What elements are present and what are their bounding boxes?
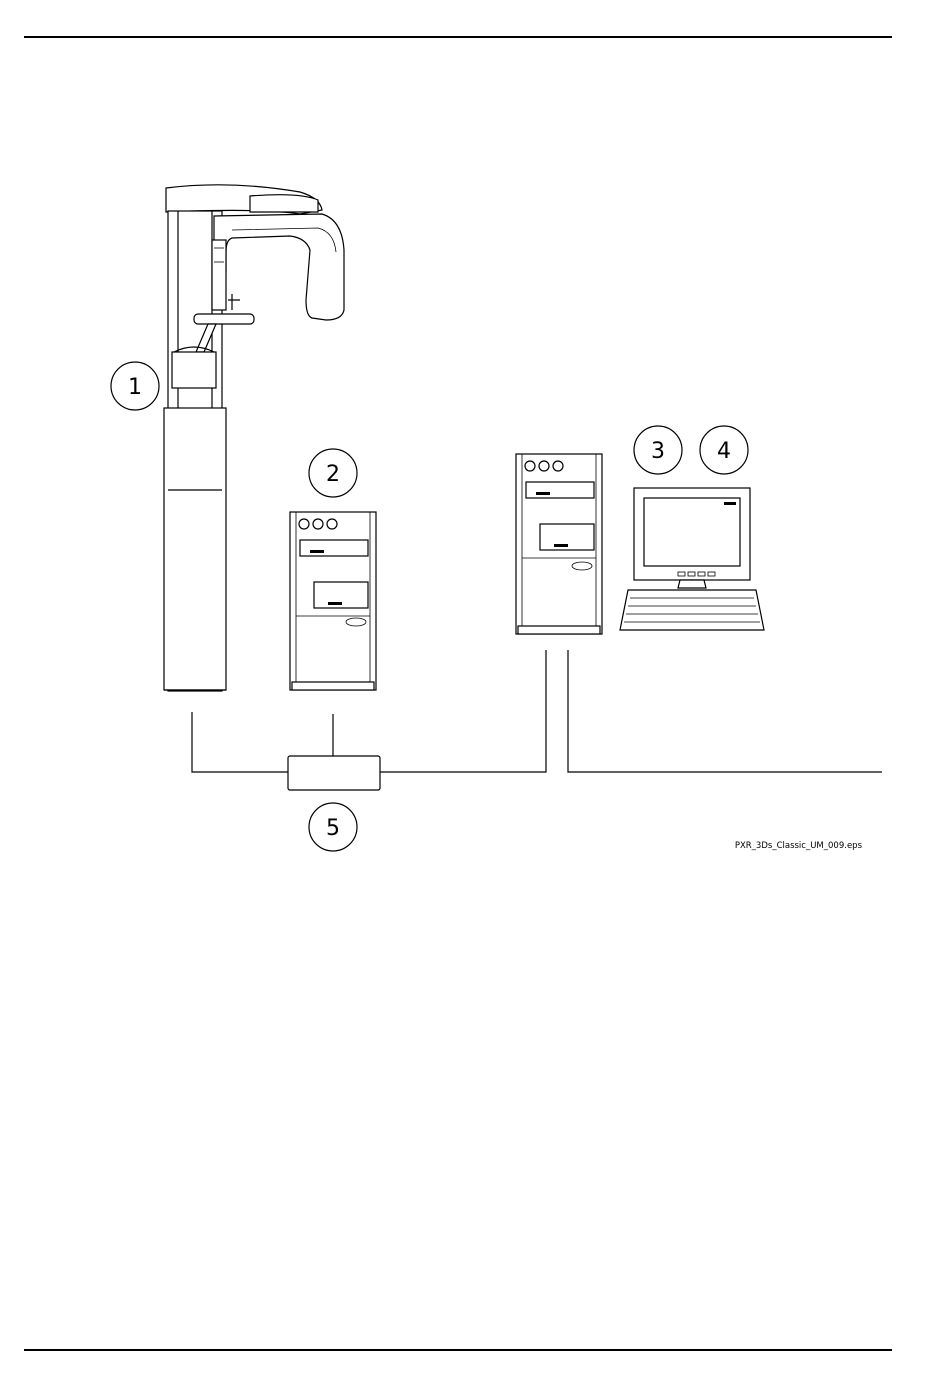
figure-filename: PXR_3Ds_Classic_UM_009.eps bbox=[735, 841, 863, 851]
workstation-monitor-keyboard-illustration bbox=[620, 488, 764, 630]
computer-tower-2-illustration bbox=[290, 512, 376, 690]
callout-3-label: 3 bbox=[651, 439, 665, 464]
callout-2: 2 bbox=[309, 449, 357, 497]
callout-3: 3 bbox=[634, 426, 682, 474]
callout-1: 1 bbox=[111, 362, 159, 410]
network-switch-box bbox=[288, 756, 380, 790]
callout-2-label: 2 bbox=[326, 462, 340, 487]
callout-5: 5 bbox=[309, 803, 357, 851]
callout-1-label: 1 bbox=[128, 375, 142, 400]
computer-tower-3-illustration bbox=[516, 454, 602, 634]
callout-5-label: 5 bbox=[326, 816, 340, 841]
callout-4-label: 4 bbox=[717, 439, 731, 464]
callout-4: 4 bbox=[700, 426, 748, 474]
